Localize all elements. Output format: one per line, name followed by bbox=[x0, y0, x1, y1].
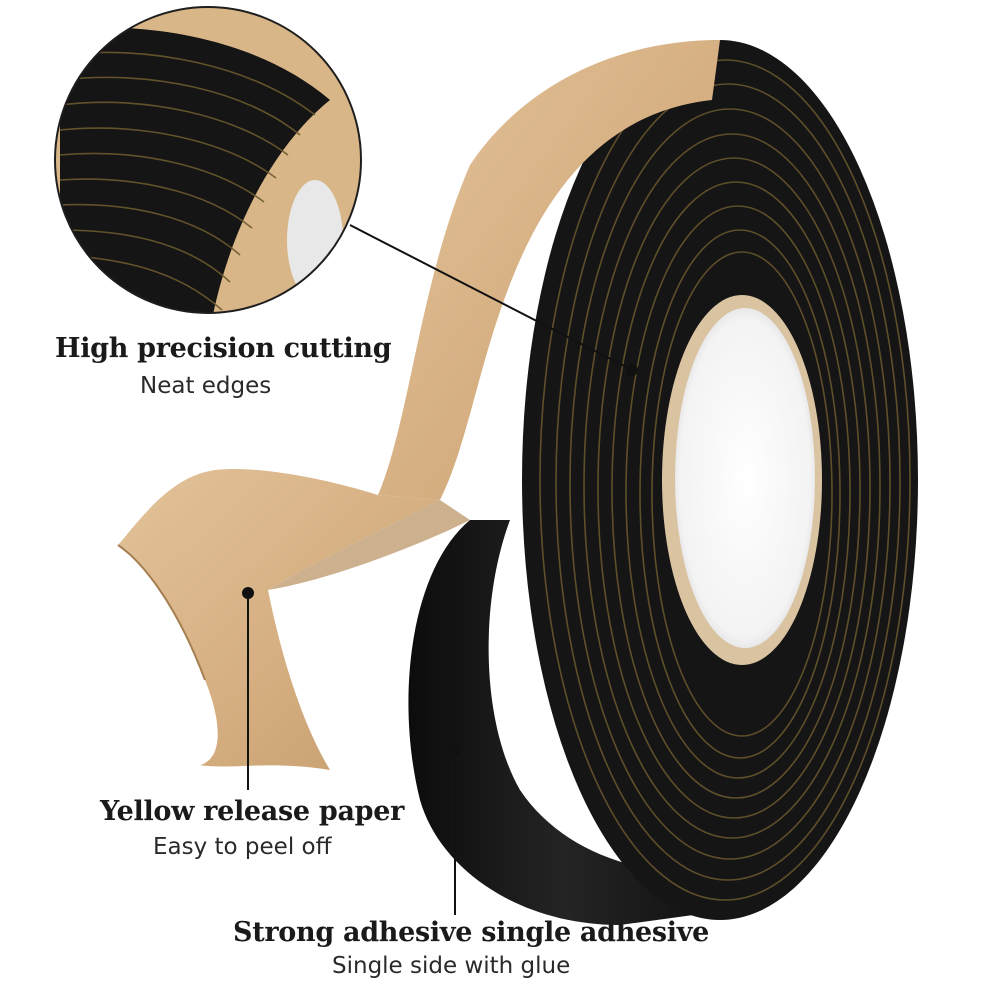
tape-outer-side bbox=[408, 520, 720, 925]
release-paper-band bbox=[378, 40, 720, 500]
zoom-detail bbox=[54, 6, 362, 314]
release-paper-fold bbox=[268, 500, 470, 590]
tape-layers bbox=[539, 59, 911, 901]
pointer-line-precision bbox=[349, 224, 633, 371]
tape-core-hole bbox=[675, 308, 815, 648]
callout-subtitle-precision: Neat edges bbox=[140, 373, 272, 399]
pointer-dot-adhesive bbox=[449, 744, 461, 756]
callout-lines bbox=[247, 224, 633, 915]
zoom-circle-border bbox=[54, 6, 362, 314]
pointer-dot-precision bbox=[626, 364, 638, 376]
callout-title-release-paper: Yellow release paper bbox=[100, 796, 405, 827]
release-paper-flap bbox=[118, 469, 440, 770]
release-paper bbox=[117, 40, 720, 770]
release-paper-edge bbox=[117, 544, 206, 681]
callout-title-adhesive: Strong adhesive single adhesive bbox=[233, 917, 710, 948]
pointer-dot-release-paper bbox=[242, 587, 254, 599]
callout-title-precision: High precision cutting bbox=[55, 333, 392, 364]
callout-subtitle-adhesive: Single side with glue bbox=[332, 953, 571, 979]
tape-roll bbox=[408, 40, 918, 925]
callout-subtitle-release-paper: Easy to peel off bbox=[153, 834, 332, 860]
